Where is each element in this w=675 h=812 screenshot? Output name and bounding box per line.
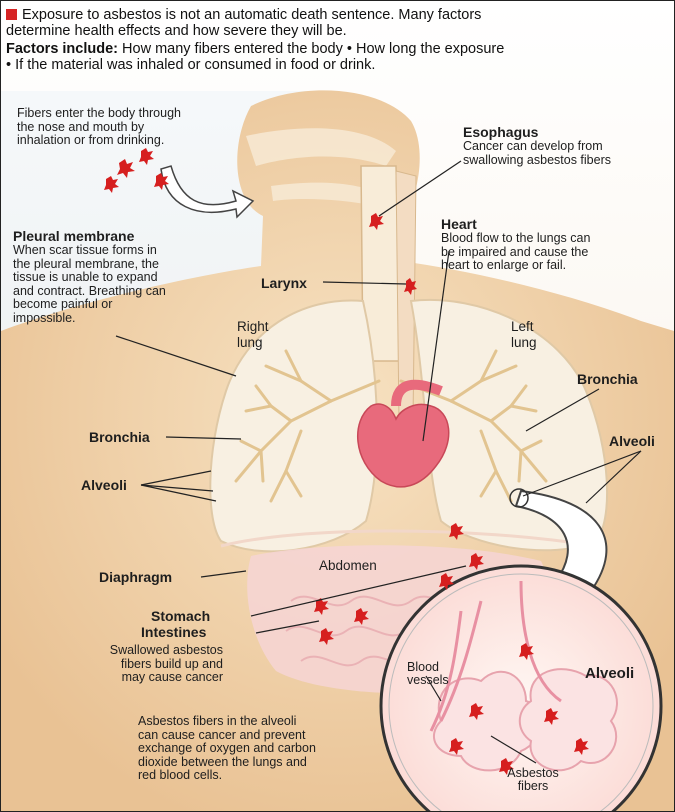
red-square-bullet — [6, 9, 17, 20]
intestines-label: Intestines — [141, 624, 206, 640]
stomach-label: Stomach — [151, 608, 210, 624]
bronchia-left-label: Bronchia — [89, 429, 150, 445]
factor2: How long the exposure — [356, 41, 504, 57]
bronchia-right-label: Bronchia — [577, 371, 638, 387]
pleural-membrane-label: Pleural membrane When scar tissue forms … — [13, 228, 166, 325]
header-factor3: • If the material was inhaled or consume… — [6, 57, 375, 73]
header-line1: Exposure to asbestos is not an automatic… — [6, 7, 671, 23]
header-factors: Factors include: How many fibers entered… — [6, 41, 671, 57]
header-line2: determine health effects and how severe … — [6, 23, 347, 39]
factors-label: Factors include: — [6, 41, 118, 57]
esophagus-label: Esophagus Cancer can develop from swallo… — [463, 124, 611, 167]
heart-label: Heart Blood flow to the lungs can be imp… — [441, 216, 590, 273]
alveoli-right-label: Alveoli — [609, 433, 655, 449]
diaphragm-label: Diaphragm — [99, 569, 172, 585]
larynx-label: Larynx — [261, 275, 307, 291]
alveoli-zoom-label: Alveoli — [585, 665, 634, 682]
factor1: How many fibers entered the body — [122, 41, 343, 57]
alveoli-left-label: Alveoli — [81, 477, 127, 493]
abdomen-label: Abdomen — [319, 558, 377, 573]
